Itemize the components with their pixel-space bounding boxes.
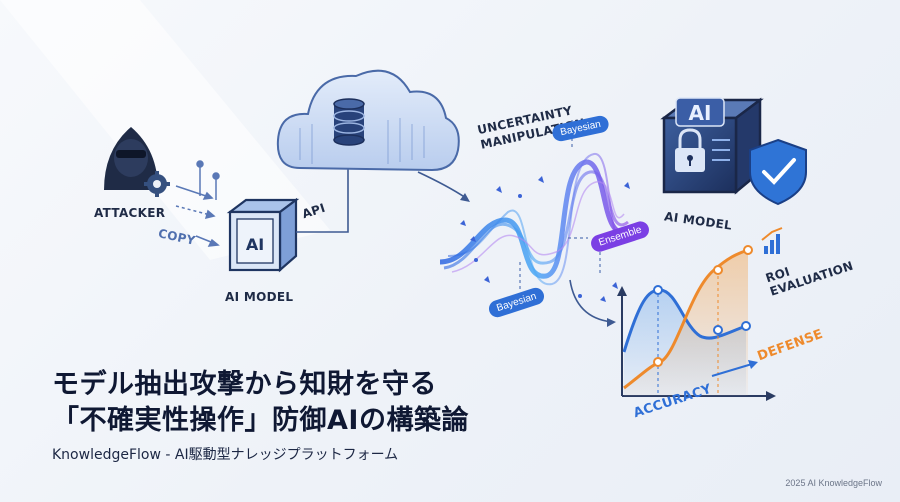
light-beam: [0, 0, 330, 260]
svg-text:AI: AI: [689, 101, 712, 125]
attacker-label: ATTACKER: [94, 206, 166, 220]
cloud-database-icon: [276, 69, 460, 172]
footer-copyright: 2025 AI KnowledgeFlow: [785, 478, 882, 488]
ai-model-left-label: AI MODEL: [225, 290, 294, 304]
hooded-attacker-icon: [104, 127, 158, 190]
bar-chart-icon: [761, 227, 783, 254]
flow-arrow-to-wave: [417, 171, 470, 202]
accuracy-defense-chart: [617, 245, 776, 401]
padlock-icon: [675, 128, 705, 172]
page-title-line1: モデル抽出攻撃から知財を守る: [52, 369, 437, 400]
page-subtitle: KnowledgeFlow - AI駆動型ナレッジプラットフォーム: [52, 447, 399, 463]
uncertainty-wave: [439, 153, 632, 302]
api-connection-line: [296, 154, 349, 233]
attack-query-arrows: [175, 160, 220, 247]
ai-cube-icon: AI: [226, 197, 300, 273]
gear-icon: [144, 171, 170, 197]
page-title-line2: 「不確実性操作」防御AIの構築論: [52, 405, 469, 436]
svg-text:AI: AI: [246, 235, 264, 254]
flow-arrow-to-chart: [569, 279, 616, 327]
shield-check-icon: [749, 138, 807, 206]
secure-ai-cube-icon: AI: [660, 97, 764, 195]
